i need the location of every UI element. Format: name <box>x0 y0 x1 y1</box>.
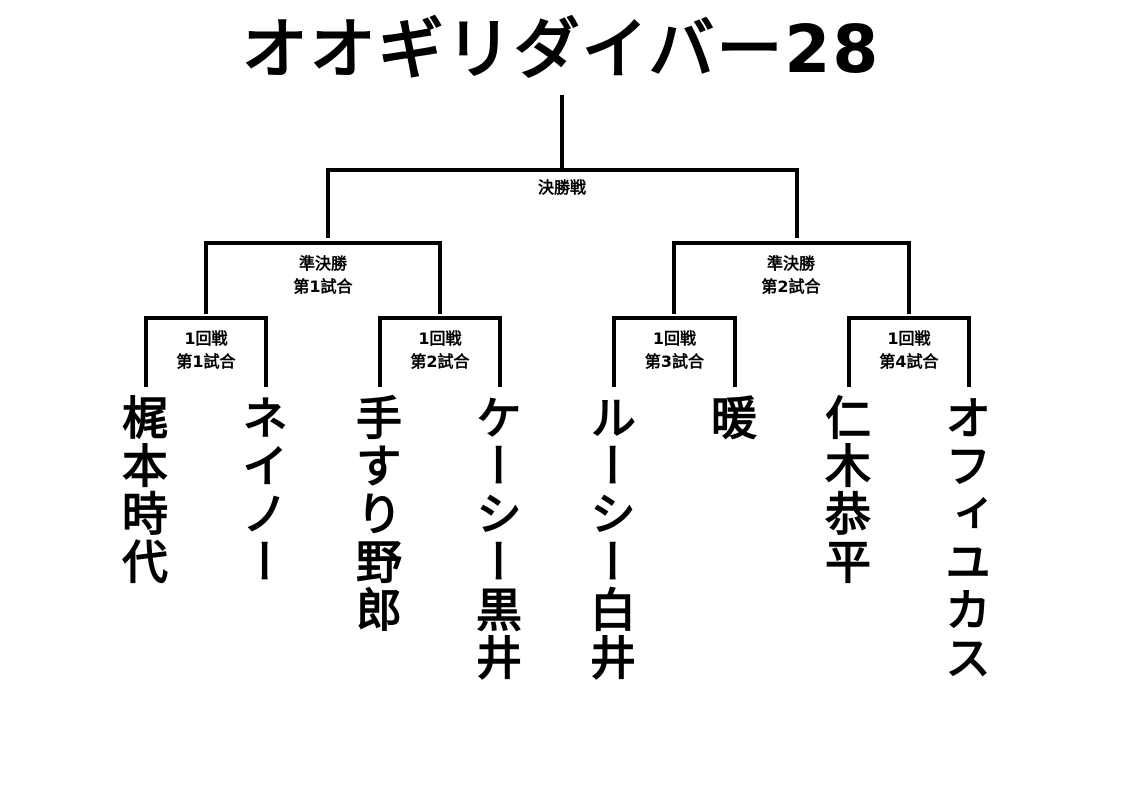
bracket-semifinal-1 <box>204 241 442 314</box>
entrant-3-name: 手すり野郎 <box>349 394 403 634</box>
round1-match1-line2: 第1試合 <box>176 352 236 371</box>
round1-match2-label: 1回戦 第2試合 <box>380 327 500 373</box>
entrant-4-name: ケーシー黒井 <box>469 394 523 682</box>
entrant-7-name: 仁木恭平 <box>818 394 872 586</box>
round1-match3-line1: 1回戦 <box>652 329 697 348</box>
entrant-5-name: ルーシー白井 <box>583 394 637 682</box>
tournament-title: オオギリダイバー28 <box>241 11 881 88</box>
semifinal-1-label: 準決勝 第1試合 <box>243 252 403 298</box>
bracket-round1-match1 <box>144 316 268 387</box>
bracket-round1-match3 <box>612 316 737 387</box>
semifinal-1-line1: 準決勝 <box>298 254 347 273</box>
round1-match2-line1: 1回戦 <box>418 329 462 348</box>
bracket-round1-match2 <box>378 316 502 387</box>
semifinal-1-line2: 第1試合 <box>293 277 353 296</box>
round1-match4-line1: 1回戦 <box>887 329 931 348</box>
round1-match1-line1: 1回戦 <box>184 329 228 348</box>
round1-match4-line2: 第4試合 <box>879 352 939 371</box>
bracket-semifinal-2 <box>672 241 911 314</box>
round1-match3-line2: 第3試合 <box>644 352 705 371</box>
round1-match1-label: 1回戦 第1試合 <box>146 327 266 373</box>
semifinal-2-label: 準決勝 第2試合 <box>711 252 871 298</box>
entrant-8-name: オフィユカス <box>938 394 992 682</box>
round1-match3-label: 1回戦 第3試合 <box>614 327 735 373</box>
semifinal-2-line2: 第2試合 <box>761 277 821 296</box>
entrant-1-name: 梶本時代 <box>115 394 169 586</box>
round1-match2-line2: 第2試合 <box>410 352 470 371</box>
entrant-6-name: 暖 <box>704 394 758 442</box>
round1-match4-label: 1回戦 第4試合 <box>849 327 969 373</box>
bracket-final <box>326 168 799 238</box>
final-label: 決勝戦 <box>537 178 586 197</box>
bracket-round1-match4 <box>847 316 971 387</box>
semifinal-2-line1: 準決勝 <box>766 254 815 273</box>
entrant-2-name: ネイノー <box>235 394 289 586</box>
